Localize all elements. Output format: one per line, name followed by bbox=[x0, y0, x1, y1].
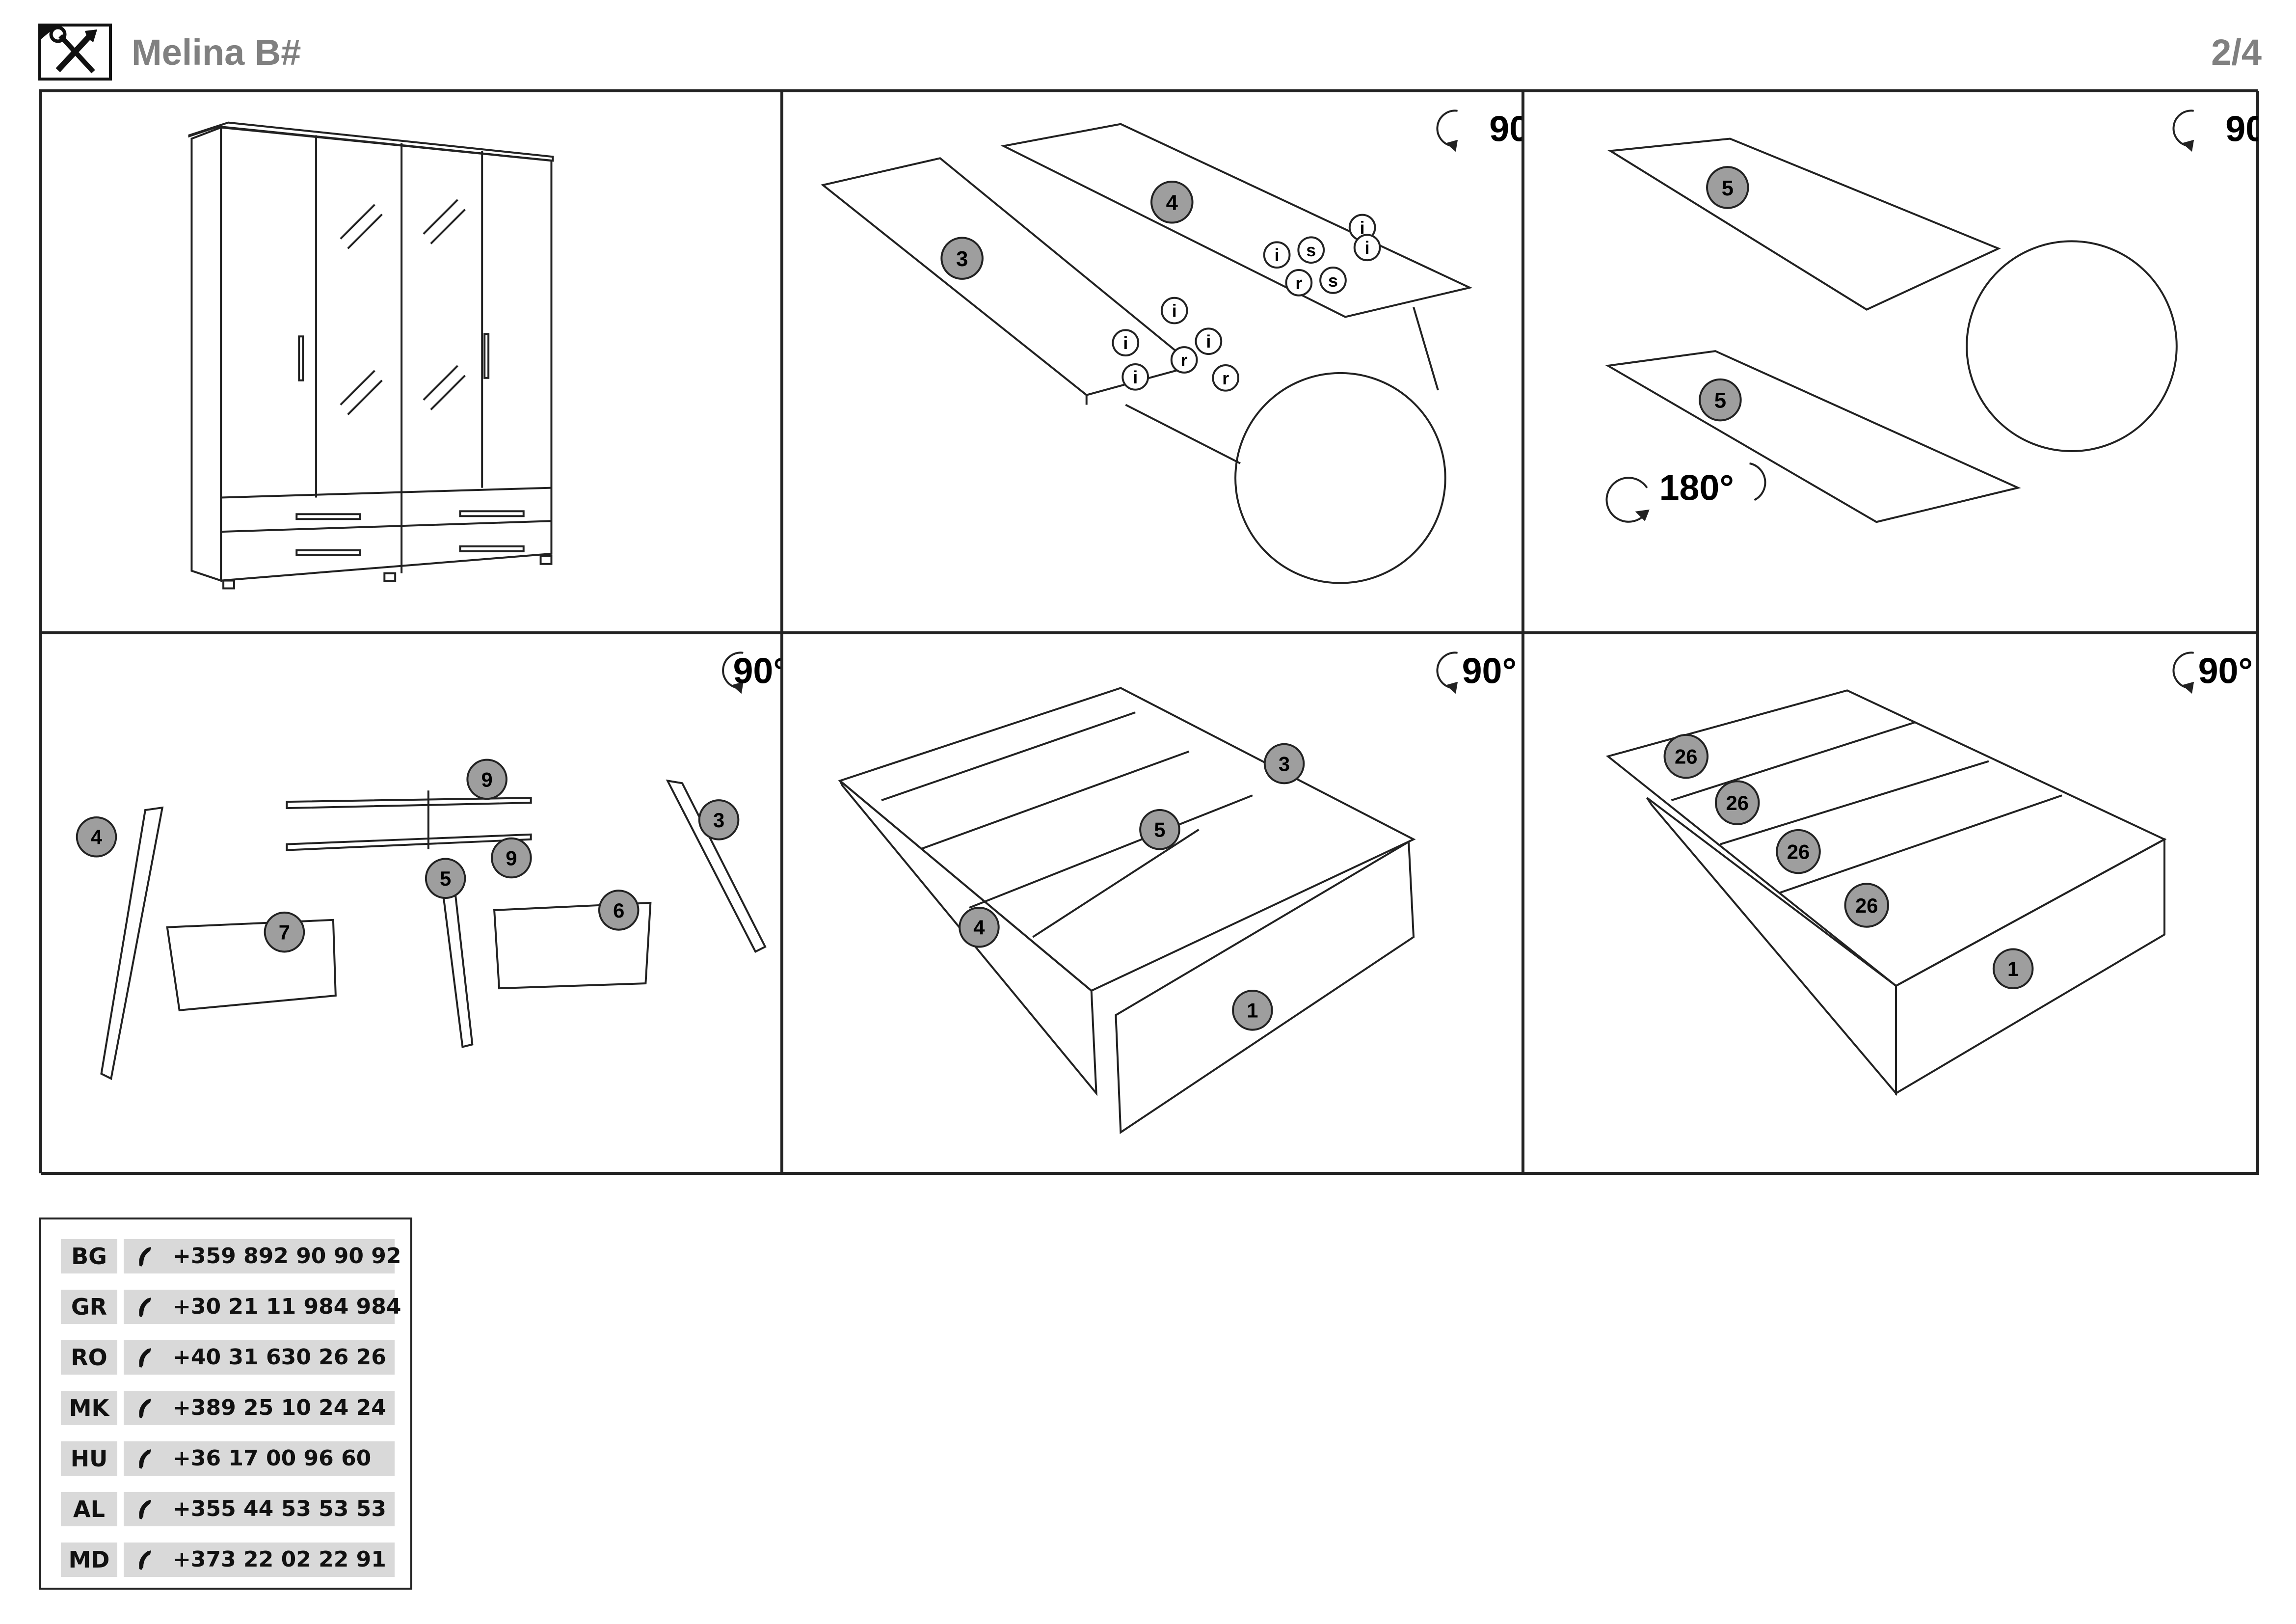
phone-number[interactable]: +40 31 630 26 26 bbox=[173, 1345, 386, 1370]
hardware-label: r bbox=[1295, 273, 1302, 293]
part-number: 4 bbox=[973, 916, 985, 939]
hardware-label: i bbox=[1275, 245, 1280, 265]
contact-row: MD +373 22 02 22 91 bbox=[61, 1543, 395, 1577]
rotation-label: 90° bbox=[2198, 650, 2253, 691]
country-code: MD bbox=[61, 1543, 117, 1577]
part-number: 1 bbox=[1247, 999, 1258, 1022]
phone-icon bbox=[139, 1298, 151, 1317]
phone-number[interactable]: +359 892 90 90 92 bbox=[173, 1244, 401, 1269]
country-code: AL bbox=[61, 1492, 117, 1526]
hardware-label: i bbox=[1172, 301, 1177, 321]
part-number: 7 bbox=[279, 921, 290, 944]
part-number: 5 bbox=[1714, 388, 1726, 412]
tools-icon bbox=[38, 24, 112, 81]
contact-row: AL +355 44 53 53 53 bbox=[61, 1492, 395, 1526]
contact-row: RO +40 31 630 26 26 bbox=[61, 1340, 395, 1375]
phone-icon bbox=[139, 1500, 151, 1519]
part-number: 26 bbox=[1855, 894, 1878, 917]
part-number: 26 bbox=[1787, 840, 1810, 864]
assembly-steps-grid: 90° 3 4 i i i r i r i s i r s i bbox=[39, 89, 2259, 1175]
country-code: HU bbox=[61, 1441, 117, 1476]
phone-number[interactable]: +373 22 02 22 91 bbox=[173, 1547, 386, 1572]
part-badges bbox=[940, 181, 1194, 280]
step-panel-6: 90° 26 26 26 26 1 bbox=[1523, 633, 2259, 1175]
step-3-illustration: 90° 180° 5 5 bbox=[1605, 108, 2258, 523]
hardware-label: i bbox=[1365, 238, 1370, 258]
part-number: 26 bbox=[1726, 791, 1748, 814]
step-6-illustration: 90° 26 26 26 26 1 bbox=[1605, 650, 2253, 1096]
part-number: 9 bbox=[506, 846, 517, 869]
phone-number[interactable]: +355 44 53 53 53 bbox=[173, 1496, 386, 1521]
step-5-illustration: 90° 3 5 4 1 bbox=[838, 650, 1517, 1135]
contact-phone-table: BG +359 892 90 90 92 GR +30 21 11 984 98… bbox=[39, 1218, 412, 1590]
rotation-label-180: 180° bbox=[1659, 467, 1734, 508]
step-panel-3: 90° 180° 5 5 bbox=[1523, 91, 2259, 633]
step-4-illustration: 90° 4 9 9 3 7 5 6 bbox=[76, 650, 780, 1081]
part-number: 3 bbox=[1279, 752, 1290, 775]
contact-row: MK +389 25 10 24 24 bbox=[61, 1391, 395, 1425]
page-header: Melina B# 2/4 bbox=[38, 24, 2262, 92]
part-number: 3 bbox=[956, 247, 968, 271]
phone-icon bbox=[139, 1399, 151, 1418]
step-panel-5: 90° 3 5 4 1 bbox=[782, 633, 1523, 1175]
part-number: 5 bbox=[440, 867, 451, 890]
wardrobe-illustration bbox=[188, 121, 554, 590]
part-number: 26 bbox=[1675, 745, 1697, 768]
phone-icon bbox=[139, 1550, 151, 1570]
part-number: 5 bbox=[1154, 818, 1165, 841]
part-number: 4 bbox=[1166, 191, 1178, 215]
country-code: MK bbox=[61, 1391, 117, 1425]
step-panel-2: 90° 3 4 i i i r i r i s i r s i bbox=[782, 91, 1523, 633]
page-number: 2/4 bbox=[2211, 32, 2262, 73]
hardware-label: s bbox=[1328, 271, 1338, 291]
phone-icon bbox=[139, 1247, 151, 1267]
contact-row: BG +359 892 90 90 92 bbox=[61, 1239, 401, 1273]
hardware-label: r bbox=[1181, 351, 1188, 370]
phone-number[interactable]: +389 25 10 24 24 bbox=[173, 1395, 386, 1420]
step-2-illustration: 90° 3 4 i i i r i r i s i r s i bbox=[821, 108, 1522, 584]
hardware-label: i bbox=[1360, 218, 1365, 238]
step-panel-4: 90° 4 9 9 3 7 5 6 bbox=[41, 633, 782, 1175]
rotation-label: 90° bbox=[733, 650, 780, 691]
hardware-label: i bbox=[1133, 368, 1138, 387]
hardware-label: r bbox=[1222, 369, 1229, 388]
part-number: 5 bbox=[1722, 176, 1734, 200]
rotation-label: 90° bbox=[1462, 650, 1517, 691]
phone-number[interactable]: +30 21 11 984 984 bbox=[173, 1294, 401, 1319]
country-code: BG bbox=[61, 1239, 117, 1273]
contact-row: HU +36 17 00 96 60 bbox=[61, 1441, 395, 1476]
phone-icon bbox=[139, 1449, 151, 1469]
document-title: Melina B# bbox=[132, 32, 301, 73]
part-number: 1 bbox=[2007, 957, 2019, 980]
part-number: 6 bbox=[613, 899, 624, 922]
contact-row: GR +30 21 11 984 984 bbox=[61, 1290, 401, 1324]
hardware-label: s bbox=[1306, 241, 1316, 260]
step-panel-wardrobe-overview bbox=[41, 91, 782, 633]
phone-icon bbox=[139, 1348, 151, 1368]
rotation-label: 90° bbox=[2225, 108, 2258, 149]
hardware-label: i bbox=[1123, 333, 1128, 353]
part-number: 9 bbox=[481, 768, 493, 791]
phone-number[interactable]: +36 17 00 96 60 bbox=[173, 1446, 372, 1471]
hardware-label: i bbox=[1206, 332, 1211, 352]
country-code: GR bbox=[61, 1290, 117, 1324]
country-code: RO bbox=[61, 1340, 117, 1375]
rotation-label: 90° bbox=[1489, 108, 1522, 149]
part-number: 4 bbox=[91, 826, 102, 849]
part-number: 3 bbox=[713, 809, 724, 832]
